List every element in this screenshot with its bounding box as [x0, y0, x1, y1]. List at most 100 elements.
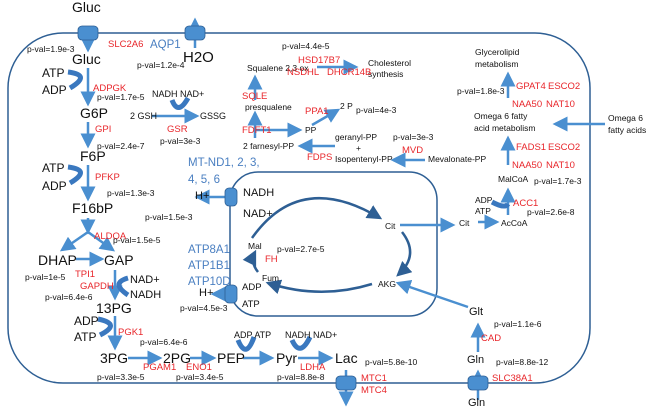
pvalue-acc1: p-val=2.6e-8 [527, 207, 575, 217]
metabolite-atp: ATP [475, 206, 491, 216]
mtc-transporter [335, 375, 357, 391]
pvalue-pgk1: p-val=6.4e-6 [140, 337, 188, 347]
gene-dhcr14b: DHCR14B [327, 67, 372, 78]
pvalue-cad: p-val=1.1e-6 [494, 319, 542, 329]
transporters [77, 25, 489, 391]
pvalue-squalene: p-val=4.4e-5 [282, 41, 330, 51]
metabolite-g6p: G6P [80, 105, 109, 121]
cofactor-adp-atp: ADP ATP [234, 330, 272, 340]
gene-eno1: ENO1 [186, 362, 212, 373]
pvalue-mt-nd: p-val=1.5e-3 [145, 212, 193, 222]
metabolite-nad-plus: NAD+ [130, 274, 160, 286]
gene-gpi: GPI [95, 124, 112, 135]
metabolite-gssg: GSSG [200, 111, 227, 121]
pvalue-gpat4: p-val=1.8e-3 [457, 86, 505, 96]
metabolite-adp: ADP [242, 282, 262, 293]
omega6-fatty-acids: fatty acids [608, 125, 647, 135]
metabolite-h-plus: H+ [195, 190, 210, 202]
metabolite-adp: ADP [42, 179, 67, 193]
pvalue-adpgk: p-val=1.7e-5 [97, 92, 145, 102]
gene-ldha: LDHA [300, 362, 326, 373]
metabolite-adp: ADP [475, 195, 493, 205]
cofactor-nadh-nad: NADH NAD+ [152, 89, 205, 99]
plus-sign: + [356, 143, 361, 153]
metabolite-gsh: 2 GSH [130, 111, 158, 121]
pvalue-tpi1: p-val=1e-5 [25, 272, 66, 282]
metabolite-nadh: NADH [243, 187, 275, 199]
slc38a1-transporter [467, 375, 489, 391]
metabolite-h2o: H2O [183, 49, 214, 66]
gene-adpgk: ADPGK [93, 83, 127, 94]
metabolite-2pg: 2PG [163, 350, 192, 366]
metabolite-2p: 2 P [340, 101, 353, 111]
gene-sqle: SQLE [242, 91, 268, 102]
mitochondrion-membrane [229, 171, 438, 317]
glycerolipid-metabolism: metabolism [475, 59, 519, 69]
metabolite-glt: Glt [469, 306, 484, 318]
metabolite-mal: Mal [248, 241, 262, 251]
gene-nsdhl: NSDHL [287, 67, 320, 78]
metabolite-pp: PP [305, 125, 317, 135]
gene-ppa1: PPA1 [305, 106, 329, 117]
gene-mt-nd: 4, 5, 6 [188, 174, 220, 186]
metabolite-lac: Lac [335, 350, 358, 366]
cell-membrane [7, 32, 591, 384]
metabolite-akg: AKG [378, 279, 396, 289]
gene-pgam1: PGAM1 [143, 362, 177, 373]
metabolite-presqualene: presqualene [245, 102, 292, 112]
metabolite-farnesyl-pp: 2 farnesyl-PP [243, 141, 295, 151]
pvalue-ldha: p-val=8.8e-8 [277, 372, 325, 382]
glycerolipid-metabolism: Glycerolipid [475, 47, 520, 57]
metabolite-atp: ATP [42, 66, 65, 80]
gene-slc2a6: SLC2A6 [108, 39, 144, 50]
pvalue-gpi: p-val=2.4e-7 [97, 141, 145, 151]
gene-gsr: GSR [167, 124, 188, 135]
metabolite-dhap: DHAP [38, 252, 77, 268]
pvalue-slc38a1: p-val=8.8e-12 [496, 357, 549, 367]
metabolite-isopentenyl-pp: Isopentenyl-PP [335, 154, 393, 164]
metabolite-atp: ATP [42, 161, 65, 175]
metabolite-fum: Fum [262, 273, 279, 283]
metabolite-gln: Gln [467, 354, 485, 366]
metabolite-adp: ADP [42, 83, 67, 97]
metabolite-nadh: NADH [130, 289, 162, 301]
pvalue-eno1: p-val=3.4e-5 [176, 372, 224, 382]
cholesterol-synthesis: synthesis [368, 69, 404, 79]
omega6-metabolism: Omega 6 fatty [474, 111, 528, 121]
gene-fh: FH [265, 254, 278, 265]
omega6-metabolism: acid metabolism [474, 123, 536, 133]
gene-aqp1: AQP1 [150, 39, 181, 51]
gene-atp10d: ATP10D [188, 276, 231, 288]
gene-esco2: ESCO2 [548, 142, 581, 153]
gene-fdps: FDPS [307, 152, 333, 163]
gene-tpi1: TPI1 [75, 269, 96, 280]
gene-naa50: NAA50 [512, 160, 543, 171]
gene-mtc4: MTC4 [361, 385, 387, 396]
gene-nat10: NAT10 [546, 99, 575, 110]
metabolite-cit: Cit [385, 221, 396, 231]
gene-gpat4: GPAT4 [516, 81, 546, 92]
cofactor-nadh-nad: NADH NAD+ [285, 330, 338, 340]
gene-atp1b1: ATP1B1 [188, 260, 230, 272]
gene-fdft1: FDFT1 [242, 125, 272, 136]
metabolite-gln-extracellular: Gln [468, 397, 486, 409]
pvalue-mtc: p-val=5.8e-10 [365, 357, 418, 367]
gene-gapdh: GAPDH [80, 281, 114, 292]
gene-slc38a1: SLC38A1 [492, 373, 533, 384]
gene-mt-nd: MT-ND1, 2, 3, [188, 157, 260, 169]
metabolite-gluc: Gluc [72, 51, 101, 67]
metabolite-atp: ATP [74, 330, 97, 344]
cholesterol-synthesis: Cholesterol [368, 58, 411, 68]
gene-acc1: ACC1 [513, 198, 539, 209]
metabolite-3pg: 3PG [100, 350, 129, 366]
metabolite-f6p: F6P [80, 148, 106, 164]
metabolite-gap: GAP [104, 252, 134, 268]
gene-fads1: FADS1 [516, 142, 547, 153]
metabolite-accoa: AcCoA [501, 218, 528, 228]
metabolite-cit-cytosol: Cit [459, 218, 470, 228]
metabolite-atp: ATP [242, 299, 260, 310]
pvalue-gapdh: p-val=6.4e-6 [45, 292, 93, 302]
pvalue-pfkp: p-val=1.3e-3 [107, 188, 155, 198]
